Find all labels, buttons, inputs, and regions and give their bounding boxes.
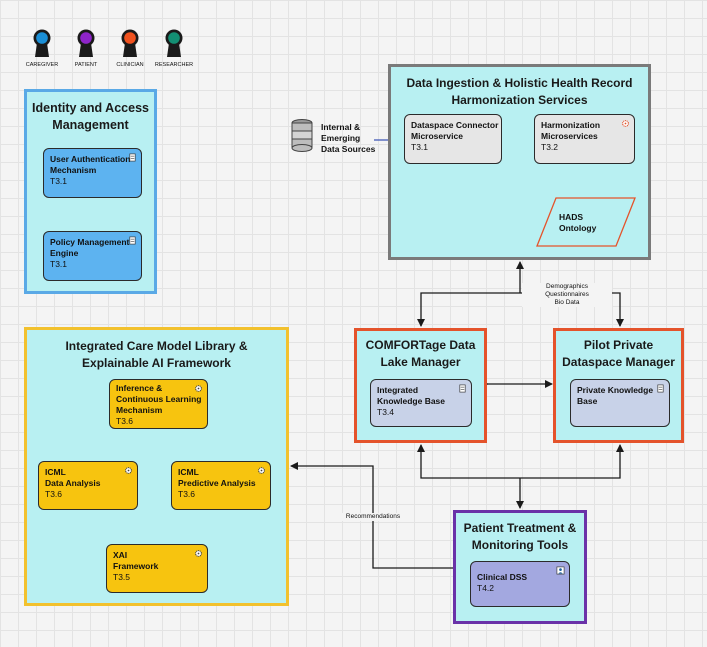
inference-continuous-learning[interactable]: Inference & Continuous Learning Mechanis…: [109, 379, 208, 429]
document-icon: [657, 384, 664, 393]
gear-icon: [125, 467, 132, 474]
hads-ontology-label: HADS Ontology: [559, 212, 597, 233]
private-knowledge-base[interactable]: Private Knowledge Base: [570, 379, 670, 427]
clinical-dss[interactable]: Clinical DSS T4.2: [470, 561, 570, 607]
gear-icon: [622, 120, 629, 127]
icml-panel: Integrated Care Model Library & Explaina…: [24, 327, 289, 606]
icml-title: Integrated Care Model Library & Explaina…: [65, 339, 248, 370]
data-lake-manager-panel: COMFORTage Data Lake Manager Integrated …: [354, 328, 487, 443]
data-ingestion-title: Data Ingestion & Holistic Health Record …: [406, 76, 633, 107]
role-patient-label: PATIENT: [74, 62, 98, 68]
role-clinician-label: CLINICIAN: [116, 62, 144, 68]
iam-panel: Identity and Access Management User Auth…: [24, 89, 157, 294]
pilot-dataspace-manager-panel: Pilot Private Dataspace Manager Private …: [553, 328, 684, 443]
data-ingestion-panel: Data Ingestion & Holistic Health Record …: [388, 64, 651, 260]
database-cylinder-icon: [291, 119, 313, 152]
role-caregiver-label: CAREGIVER: [25, 62, 59, 68]
dataspace-connector-microservice[interactable]: Dataspace Connector Microservice T3.1: [404, 114, 502, 164]
data-sources-label: Internal & Emerging Data Sources: [321, 122, 376, 154]
role-patient-icon: [77, 29, 95, 57]
gear-icon: [258, 467, 265, 474]
role-clinician-icon: [121, 29, 139, 57]
role-caregiver-icon: [33, 29, 51, 57]
integrated-knowledge-base[interactable]: Integrated Knowledge Base T3.4: [370, 379, 472, 427]
arrow-to-lake: [417, 292, 520, 327]
recommendations-label: Recommendations: [335, 513, 411, 521]
ingestion-link-label: Demographics Questionnaires Bio Data: [522, 283, 612, 307]
xai-framework[interactable]: XAI Framework T3.5: [106, 544, 208, 593]
user-authentication-mechanism[interactable]: User Authentication Mechanism T3.1: [43, 148, 142, 198]
pilot-dataspace-title: Pilot Private Dataspace Manager: [562, 338, 675, 369]
database-icon: [129, 236, 136, 245]
arrow-treatment-to-lake: [417, 444, 520, 479]
role-researcher-label: RESEARCHER: [154, 62, 194, 68]
database-icon: [459, 384, 466, 393]
policy-management-engine[interactable]: Policy Management Engine T3.1: [43, 231, 142, 281]
arrow-treatment-to-pilot: [520, 444, 624, 479]
user-screen-icon: [556, 566, 565, 575]
patient-treatment-title: Patient Treatment & Monitoring Tools: [463, 521, 577, 552]
database-icon: [129, 153, 136, 162]
role-researcher-icon: [165, 29, 183, 57]
iam-title: Identity and Access Management: [32, 101, 149, 132]
patient-treatment-panel: Patient Treatment & Monitoring Tools Cli…: [453, 510, 587, 624]
hads-ontology[interactable]: [536, 197, 636, 247]
gear-icon: [195, 385, 202, 392]
harmonization-microservices[interactable]: Harmonization Microservices T3.2: [534, 114, 635, 164]
gear-icon: [195, 550, 202, 557]
icml-predictive-analysis[interactable]: ICML Predictive Analysis T3.6: [171, 461, 271, 510]
icml-data-analysis[interactable]: ICML Data Analysis T3.6: [38, 461, 138, 510]
data-lake-title: COMFORTage Data Lake Manager: [365, 338, 476, 369]
